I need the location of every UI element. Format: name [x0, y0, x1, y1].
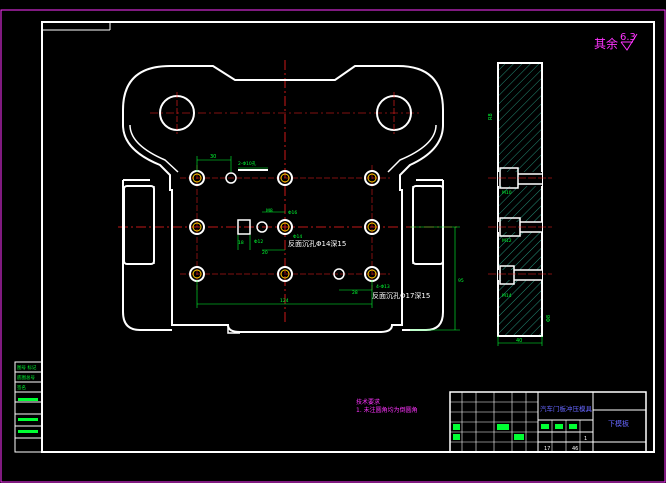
- outer-sheet-border: [0, 9, 666, 483]
- dim-30: 30: [210, 154, 216, 160]
- screw-hole: [364, 170, 380, 186]
- side-dim-top: R8: [488, 113, 494, 120]
- plate-outline: [122, 65, 444, 333]
- pin-hole: [256, 221, 268, 233]
- title-row-a: 1: [584, 436, 587, 442]
- roughness-label: 其余: [594, 36, 618, 51]
- dim-28: 28: [352, 290, 358, 296]
- side-view: R8 M10 M12 M14 40 Φ8: [488, 62, 552, 346]
- inner-drawing-frame: [41, 21, 655, 453]
- title-block: 汽车门板冲压模具 下模板 1 17 46: [449, 391, 647, 453]
- dim-phi16: Φ16: [288, 210, 297, 216]
- dim-phi12: Φ12: [254, 239, 263, 245]
- screw-hole: [277, 219, 293, 235]
- tech-req-title: 技术要求: [356, 398, 380, 406]
- title-row-b: 17: [544, 446, 550, 452]
- screw-hole: [277, 266, 293, 282]
- note-counterbore-1: 反面沉孔Φ14深15: [288, 239, 346, 248]
- dim-95: 95: [458, 278, 464, 284]
- plan-view: 30 2-Φ10孔 18 M8 Φ16 Φ12 Φ14 20 反面沉孔Φ14深1…: [118, 60, 464, 334]
- screw-hole: [364, 219, 380, 235]
- dim-ring: 4-Φ13: [376, 284, 390, 290]
- side-dim-width: 40: [516, 338, 522, 344]
- dim-m8: M8: [266, 208, 273, 214]
- square-hole: [237, 219, 251, 235]
- pin-hole: [333, 268, 345, 280]
- left-guide-slot: [123, 185, 155, 265]
- stamp-row-3: 签名: [17, 384, 26, 391]
- right-guide-slot: [412, 185, 444, 265]
- plan-dimensions: 30 2-Φ10孔 18 M8 Φ16 Φ12 Φ14 20 反面沉孔Φ14深1…: [196, 154, 464, 331]
- dim-18: 18: [238, 240, 244, 246]
- roughness-note: 其余 6.3: [594, 32, 638, 51]
- dim-124: 124: [280, 298, 289, 304]
- screw-hole: [189, 219, 205, 235]
- side-dim-right: Φ8: [546, 315, 552, 322]
- dim-phi14: Φ14: [293, 234, 302, 240]
- roughness-symbol: [620, 33, 638, 51]
- stamp-row-1: 图号 标记: [17, 364, 37, 371]
- side-dim-2: M12: [502, 238, 512, 244]
- left-stamp-block: 图号 标记 底图总号 签名: [14, 361, 43, 453]
- technical-requirements: 技术要求 1. 未注圆角均为倒圆角: [356, 398, 418, 414]
- side-section-hatch: [497, 62, 543, 337]
- screw-hole: [277, 170, 293, 186]
- title-drawing-name: 汽车门板冲压模具: [540, 404, 593, 413]
- side-dim-3: M14: [502, 293, 512, 299]
- title-row-c: 46: [572, 446, 578, 452]
- dim-pin-note: 2-Φ10孔: [238, 160, 257, 167]
- stamp-row-2: 底图总号: [17, 374, 35, 381]
- roughness-value: 6.3: [620, 32, 636, 43]
- note-counterbore-2: 反面沉孔Φ17深15: [372, 291, 430, 300]
- tech-req-line1: 1. 未注圆角均为倒圆角: [356, 406, 418, 414]
- dim-20: 20: [262, 250, 268, 256]
- screw-holes: [189, 170, 380, 282]
- pin-hole: [225, 172, 237, 184]
- side-dim-1: M10: [502, 190, 512, 196]
- title-part-name: 下模板: [608, 419, 629, 428]
